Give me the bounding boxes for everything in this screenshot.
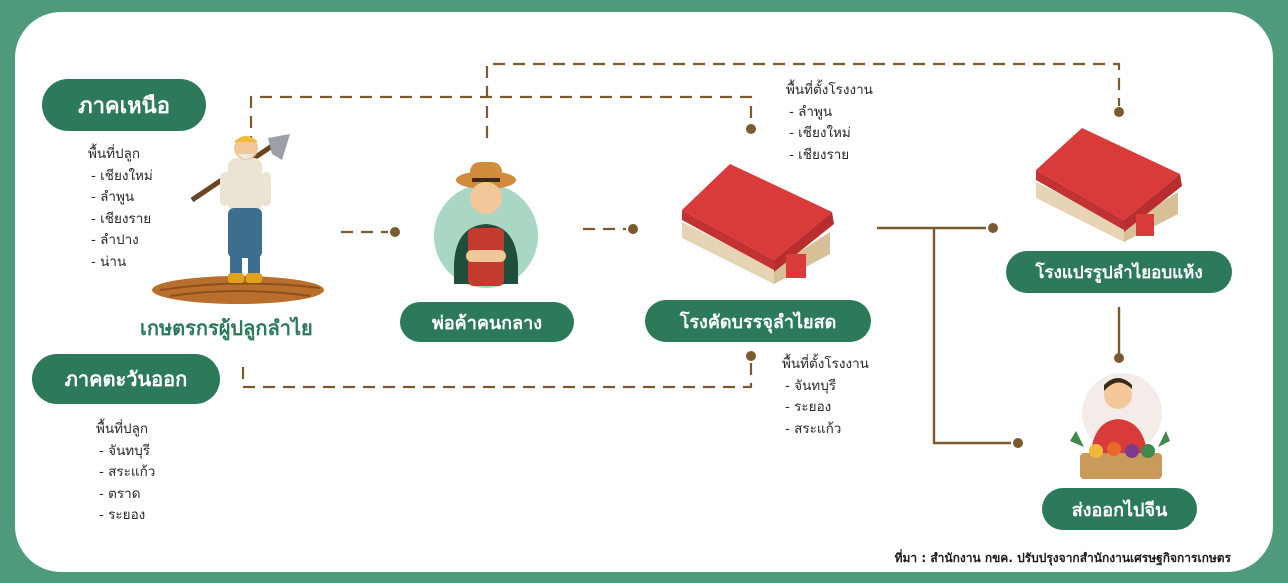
export-person-illustration	[1070, 373, 1170, 479]
packing-house-building-illustration	[682, 164, 834, 284]
connector-dot	[746, 351, 756, 361]
east-planting-areas: พื้นที่ปลูก - จันทบุรี - สระแก้ว - ตราด …	[96, 419, 155, 527]
dashed-connector-north-to-packing	[249, 95, 753, 148]
north-planting-item: - ลำพูน	[91, 189, 135, 205]
east-planting-heading: พื้นที่ปลูก	[96, 421, 149, 437]
factory-east-item: - สระแก้ว	[785, 420, 842, 437]
north-planting-item: - ลำปาง	[91, 232, 139, 248]
middleman-illustration	[434, 162, 538, 288]
middleman-label: พ่อค้าคนกลาง	[400, 302, 574, 342]
north-planting-heading: พื้นที่ปลูก	[88, 146, 141, 162]
connector-dot	[746, 124, 756, 134]
factory-east-item: - ระยอง	[785, 399, 832, 415]
east-planting-item: - จันทบุรี	[99, 442, 151, 459]
factory-east-heading: พื้นที่ตั้งโรงงาน	[782, 356, 869, 372]
factory-locations-east: พื้นที่ตั้งโรงงาน - จันทบุรี - ระยอง - ส…	[782, 354, 869, 440]
east-planting-item: - สระแก้ว	[99, 464, 156, 480]
east-planting-item: - ระยอง	[99, 507, 146, 523]
connector-dot	[1114, 353, 1124, 363]
factory-north-item: - เชียงใหม่	[789, 125, 851, 141]
factory-north-item: - เชียงราย	[789, 146, 850, 163]
drying-plant-label: โรงแปรรูปลำไยอบแห้ง	[1006, 251, 1232, 293]
connector-dot	[988, 223, 998, 233]
solid-connector-packing-to-export	[932, 228, 1011, 445]
east-planting-item: - ตราด	[99, 485, 141, 502]
farmer-label: เกษตรกรผู้ปลูกลำไย	[140, 316, 313, 340]
export-china-label: ส่งออกไปจีน	[1042, 488, 1197, 530]
dashed-connector-east-to-packing	[241, 361, 753, 389]
dashed-connector-middleman-to-drying	[485, 62, 1121, 138]
north-planting-item: - น่าน	[91, 253, 127, 270]
connector-dot	[390, 227, 400, 237]
north-planting-areas: พื้นที่ปลูก - เชียงใหม่ - ลำพูน - เชียงร…	[88, 144, 153, 273]
north-planting-item: - เชียงใหม่	[91, 167, 153, 184]
connector-dot	[1013, 438, 1023, 448]
packing-house-label: โรงคัดบรรจุลำไยสด	[645, 300, 871, 342]
factory-locations-north: พื้นที่ตั้งโรงงาน - ลำพูน - เชียงใหม่ - …	[786, 80, 873, 166]
connector-dot	[1114, 107, 1124, 117]
connector-dot	[628, 224, 638, 234]
north-planting-item: - เชียงราย	[91, 210, 152, 227]
region-north-title: ภาคเหนือ	[42, 79, 206, 131]
source-note: ที่มา : สำนักงาน กขค. ปรับปรุงจากสำนักงา…	[894, 551, 1231, 565]
farmer-illustration	[152, 134, 324, 304]
factory-north-heading: พื้นที่ตั้งโรงงาน	[786, 82, 873, 98]
factory-north-item: - ลำพูน	[789, 103, 833, 120]
drying-plant-building-illustration	[1036, 128, 1182, 242]
region-east-title: ภาคตะวันออก	[32, 354, 220, 404]
factory-east-item: - จันทบุรี	[785, 377, 837, 394]
